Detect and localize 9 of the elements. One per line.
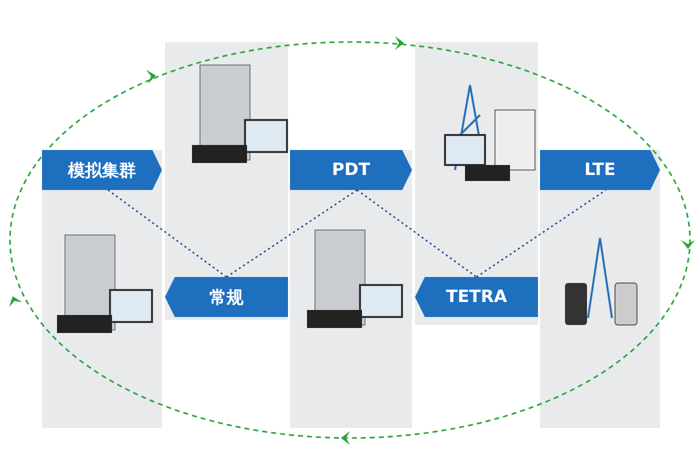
label-tab: 模拟集群 [42,150,162,190]
dotted-connector [226,189,358,278]
label-tab: 常规 [165,277,288,317]
label-tab: PDT [290,150,412,190]
label-tab: LTE [540,150,660,190]
label-tab: TETRA [415,277,538,317]
dotted-connector [476,189,606,278]
dotted-connector [356,189,477,278]
dotted-connector [108,189,227,278]
